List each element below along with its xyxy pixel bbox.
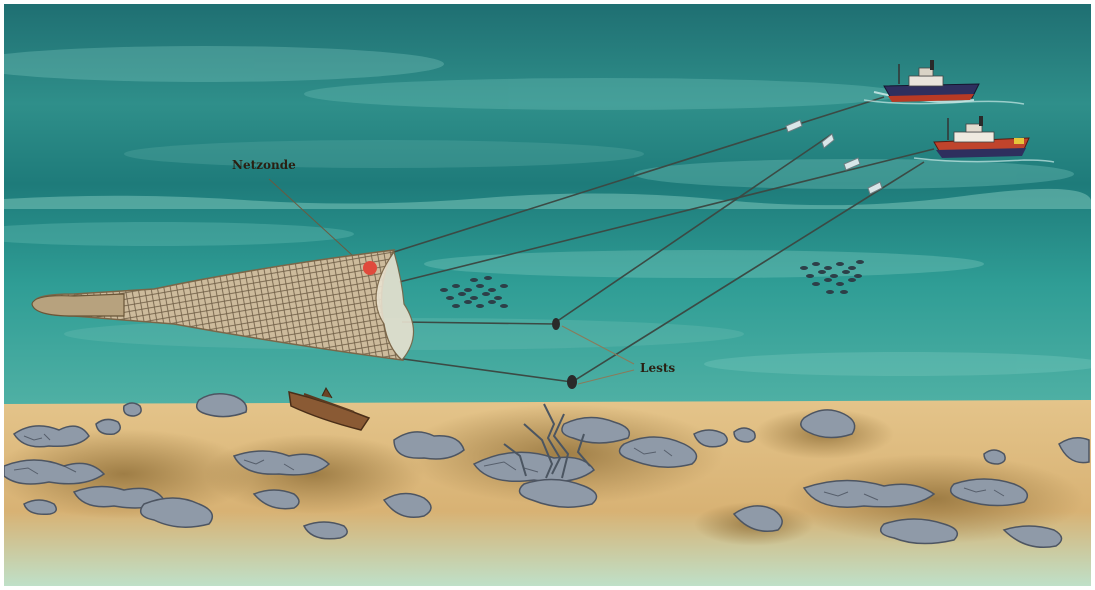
label-netzonde: Netzonde <box>232 158 296 172</box>
label-lests: Lests <box>640 361 675 375</box>
weight-upper <box>552 318 560 330</box>
weight-lower <box>567 375 577 389</box>
codend <box>32 294 124 316</box>
netzonde-sensor <box>363 261 377 275</box>
pair-trawl-illustration: Netzonde Lests <box>4 4 1091 586</box>
